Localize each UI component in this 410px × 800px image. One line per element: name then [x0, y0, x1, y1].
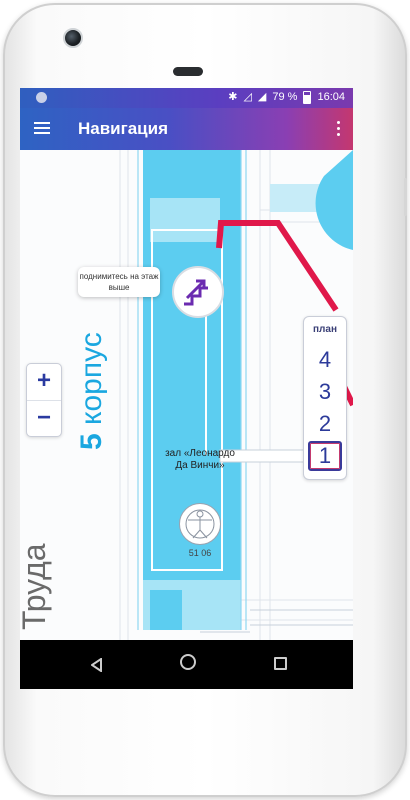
back-icon[interactable] [91, 658, 103, 672]
floor-2-button[interactable]: 2 [318, 411, 332, 436]
more-options-icon[interactable] [337, 121, 341, 139]
building-number: 5 [75, 433, 108, 450]
zoom-out-button[interactable]: − [36, 404, 51, 431]
page-title: Навигация [78, 119, 168, 138]
building-word: корпус [75, 332, 108, 425]
notification-icon [36, 92, 47, 103]
building-label: 5 корпус [75, 332, 109, 450]
vitruvian-man-icon[interactable] [179, 503, 221, 545]
floor-change-tooltip: поднимитесь на этаж выше [78, 267, 160, 297]
street-label: Труда [20, 543, 52, 630]
floor-selector-header: план [313, 324, 337, 335]
floor-3-button[interactable]: 3 [318, 379, 332, 404]
app-bar: Навигация [20, 108, 353, 150]
zoom-in-button[interactable]: + [27, 364, 61, 401]
bluetooth-icon: ✱ [228, 91, 238, 103]
zoom-control: + − [26, 363, 62, 437]
phone-side-button [404, 178, 407, 216]
route-line [216, 220, 339, 312]
indoor-map[interactable]: 5 корпус Труда поднимитесь на этаж выше … [20, 150, 353, 640]
signal-icon: ◢ [257, 91, 267, 103]
floor-selector: план 4 3 2 1 [303, 316, 347, 480]
screen: ✱ ◿ ◢ 79 % 16:04 Навигация [20, 88, 353, 689]
recent-apps-icon[interactable] [274, 657, 287, 670]
home-icon[interactable] [180, 654, 196, 670]
floor-1-button[interactable]: 1 [308, 441, 342, 471]
front-camera [63, 28, 83, 48]
stairs-marker[interactable] [172, 266, 224, 318]
status-bar: ✱ ◿ ◢ 79 % 16:04 [20, 88, 353, 108]
wifi-icon: ◿ [243, 91, 252, 103]
earpiece-speaker [173, 67, 203, 76]
system-nav-bar [20, 640, 353, 689]
stairs-up-icon [184, 279, 208, 306]
battery-icon [303, 91, 312, 104]
hall-label: зал «Леонардо Да Винчи» [165, 448, 235, 471]
map-canvas [119, 150, 353, 640]
clock: 16:04 [317, 91, 345, 103]
battery-percent: 79 % [272, 91, 298, 103]
hall-code: 51 06 [188, 548, 212, 558]
menu-icon[interactable] [34, 122, 50, 135]
floor-4-button[interactable]: 4 [318, 347, 332, 372]
